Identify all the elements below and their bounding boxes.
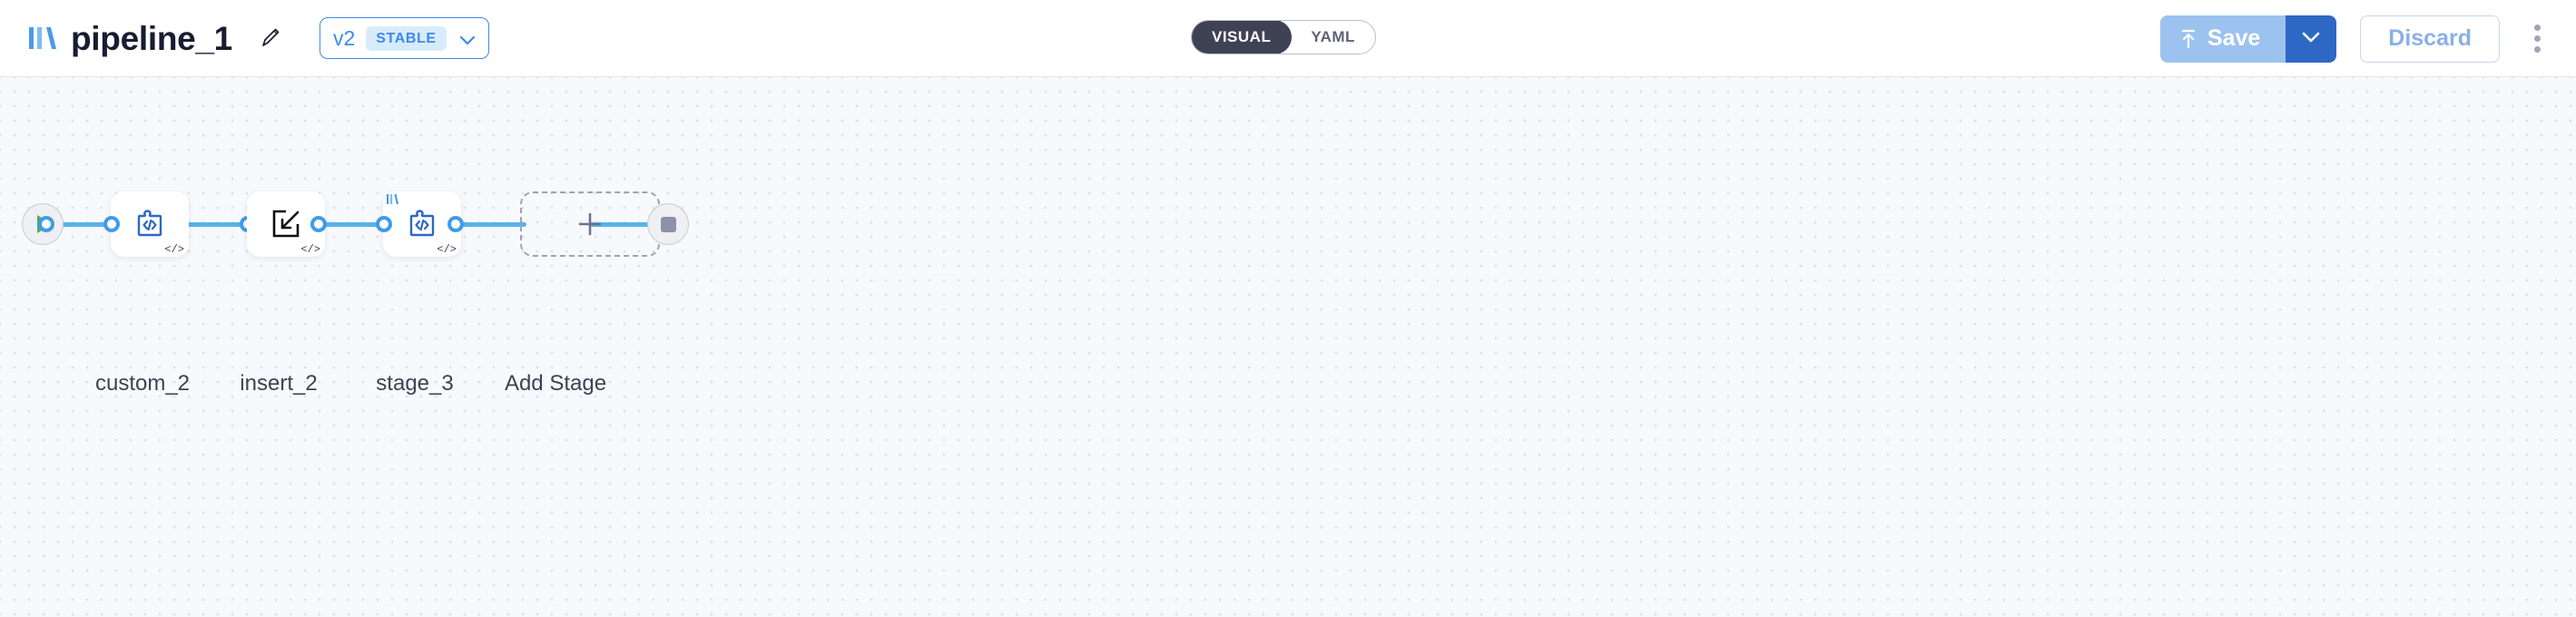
kebab-dot [2533,35,2541,42]
stage-label-custom-2: custom_2 [94,371,191,396]
edge-insert2-to-stage3 [316,222,390,227]
port-insert2-output[interactable] [310,216,327,232]
end-node[interactable] [647,203,689,245]
stage-label-insert-2: insert_2 [240,371,318,396]
chevron-down-icon [459,34,476,44]
version-label: v2 [332,25,356,50]
kebab-dot [2533,24,2541,31]
pencil-icon[interactable] [256,24,283,52]
code-badge-icon: </> [164,243,184,256]
pipeline-bars-logo-icon [27,24,58,52]
add-stage-button[interactable] [520,191,660,257]
vertical-dots-icon[interactable] [2523,15,2551,63]
puzzle-code-icon [132,206,168,242]
port-stage3-output[interactable] [447,216,464,232]
plus-icon [576,211,604,238]
tab-visual[interactable]: VISUAL [1191,21,1293,54]
chevron-down-icon [2301,31,2321,47]
add-stage-label: Add Stage [504,371,607,396]
puzzle-code-icon [404,206,440,242]
stop-icon [660,216,676,232]
edge-custom2-to-insert2 [178,222,252,227]
save-button-group: Save [2159,15,2337,63]
header-left-group: pipeline_1 v2 STABLE [27,17,489,59]
version-status-badge: STABLE [366,25,447,51]
version-selector[interactable]: v2 STABLE [319,17,489,59]
port-start-output[interactable] [38,216,54,232]
code-badge-icon: </> [300,243,320,256]
port-custom2-input[interactable] [103,216,120,232]
edge-addstage-to-end [590,222,664,227]
save-button-label: Save [2207,25,2261,51]
discard-button[interactable]: Discard [2360,15,2500,63]
pipeline-bars-logo-icon [386,193,399,205]
save-button[interactable]: Save [2159,15,2286,63]
pipeline-canvas[interactable]: </> custom_2 </> insert_2 [0,77,2576,617]
stage-label-stage-3: stage_3 [376,371,454,396]
insert-arrow-icon [268,206,304,242]
kebab-dot [2533,46,2541,53]
port-stage3-input[interactable] [376,216,392,232]
edge-stage3-to-addstage [452,222,526,227]
edge-start-to-custom2 [44,222,118,227]
app-header: pipeline_1 v2 STABLE VISUAL YAML [0,0,2576,77]
tab-yaml[interactable]: YAML [1311,28,1355,45]
page-title: pipeline_1 [71,19,232,57]
stage-node-custom-2[interactable]: </> [111,191,189,257]
view-mode-toggle[interactable]: VISUAL YAML [1191,20,1376,54]
header-actions: Save Discard [2159,0,2556,77]
upload-arrow-icon [2180,28,2197,50]
code-badge-icon: </> [437,243,457,256]
save-dropdown-button[interactable] [2286,15,2337,63]
